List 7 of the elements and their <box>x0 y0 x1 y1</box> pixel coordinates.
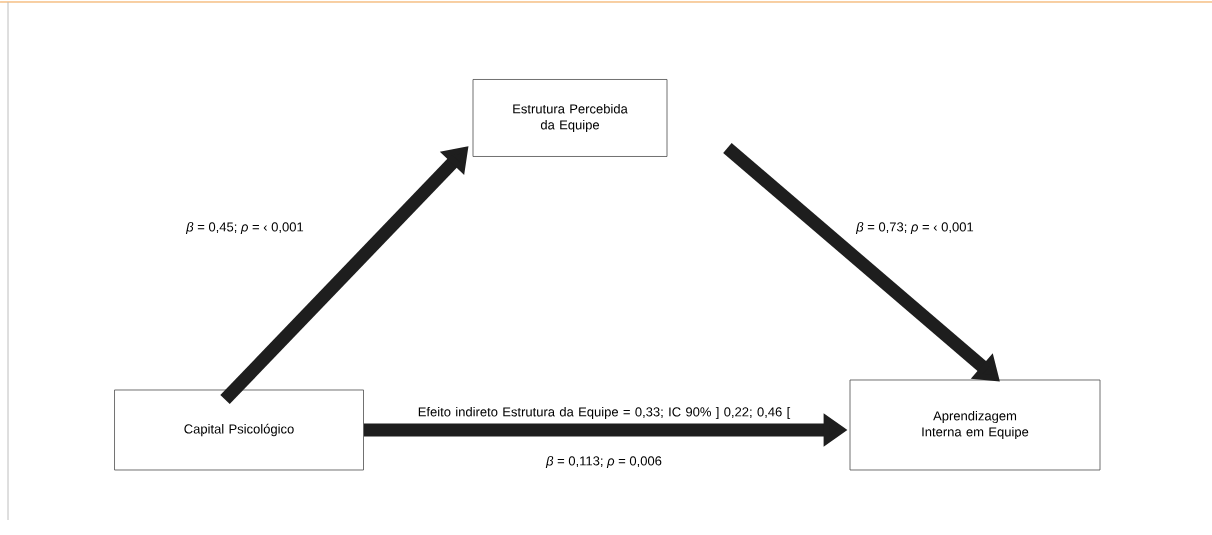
process-box: Estrutura Percebida da Equipe <box>472 79 668 157</box>
process-box: Aprendizagem Interna em Equipe <box>849 379 1101 471</box>
annotation: Efeito indireto Estrutura da Equipe = 0,33; IC 90% ] 0,22; 0,46 [ <box>418 406 791 420</box>
edge-label: β = 0,73; ρ = ‹ 0,001 <box>855 221 974 235</box>
edge-label: β = 0,113; ρ = 0,006 <box>545 455 662 469</box>
edge-label: β = 0,45; ρ = ‹ 0,001 <box>185 221 304 235</box>
process-box: Capital Psicológico <box>114 389 364 471</box>
